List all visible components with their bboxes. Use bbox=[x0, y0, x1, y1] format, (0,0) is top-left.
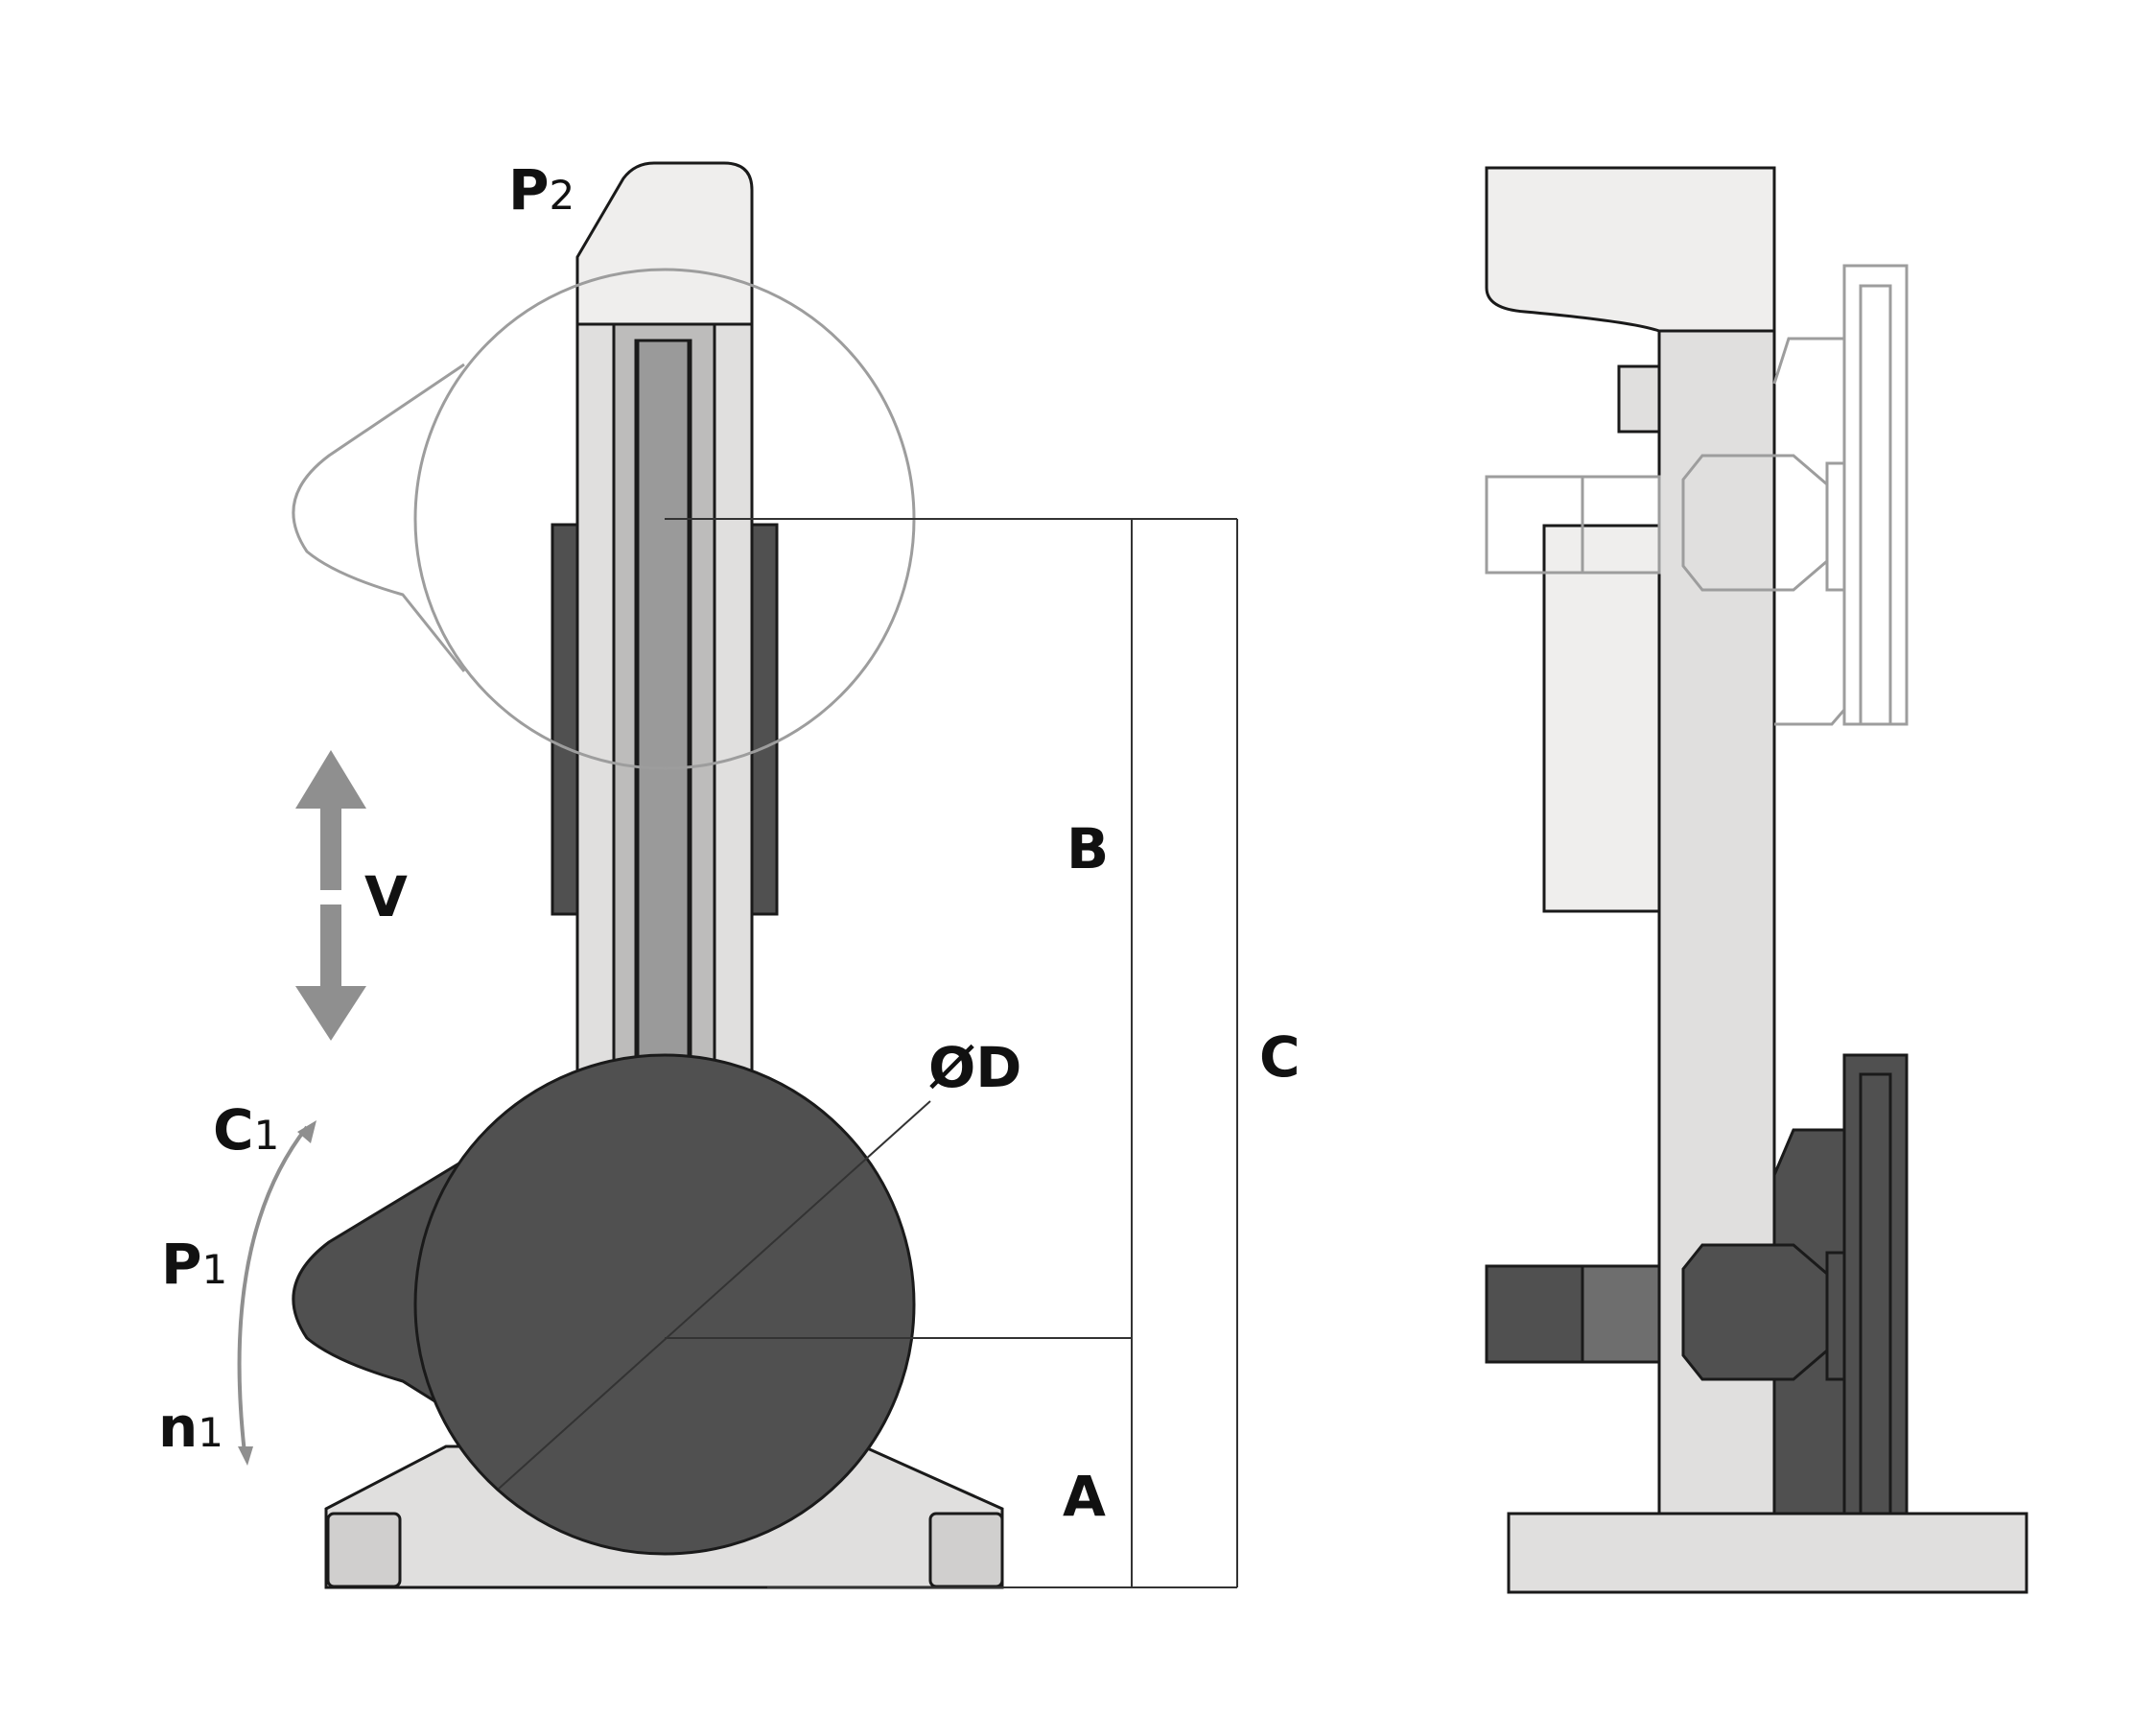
arrow-up-shaft bbox=[320, 809, 341, 890]
vertical-motion-arrow bbox=[295, 750, 366, 1041]
label-c1: C1 bbox=[213, 1097, 279, 1163]
side-motor-disc-inner bbox=[1859, 1072, 1892, 1515]
ghost-body bbox=[1772, 337, 1846, 726]
motor-drum bbox=[413, 1053, 916, 1556]
label-diameter: ØD bbox=[928, 1035, 1021, 1100]
top-cap bbox=[575, 161, 754, 326]
side-small-tab bbox=[1617, 364, 1661, 434]
base-foot-left bbox=[326, 1512, 402, 1588]
side-ghost-motor bbox=[1485, 264, 1909, 726]
ghost-hub bbox=[1681, 454, 1829, 592]
side-base bbox=[1507, 1512, 2028, 1594]
label-p2: P2 bbox=[508, 157, 574, 223]
label-c: C bbox=[1259, 1024, 1301, 1090]
side-shaft-left bbox=[1485, 1264, 1584, 1364]
base-foot-right bbox=[928, 1512, 1004, 1588]
rotation-arc bbox=[237, 1125, 309, 1454]
side-shaft-right bbox=[1581, 1264, 1661, 1364]
side-slider-block bbox=[1542, 524, 1661, 913]
arrow-down-head bbox=[295, 986, 366, 1041]
rotation-arrow-top bbox=[297, 1120, 316, 1143]
side-motor bbox=[1485, 1053, 1909, 1515]
rotation-arrow bbox=[237, 1120, 316, 1466]
ghost-disc-outer bbox=[1842, 264, 1909, 726]
label-v: V bbox=[364, 864, 408, 929]
label-n1: n1 bbox=[158, 1395, 223, 1460]
side-motor-flange bbox=[1825, 1251, 1846, 1381]
side-view bbox=[1485, 166, 2028, 1594]
ghost-disc-inner bbox=[1859, 284, 1892, 726]
guide-block-left bbox=[551, 523, 579, 916]
label-b: B bbox=[1066, 816, 1109, 881]
diameter-line bbox=[498, 1100, 931, 1490]
arrow-up-head bbox=[295, 750, 366, 809]
side-motor-hub bbox=[1681, 1243, 1829, 1381]
ghost-lobe bbox=[292, 363, 466, 672]
ghost-flange bbox=[1825, 461, 1846, 592]
arrow-down-shaft bbox=[320, 904, 341, 986]
labels: P2 V C1 P1 n1 B C A ØD bbox=[158, 157, 1301, 1529]
label-a: A bbox=[1063, 1464, 1106, 1529]
rotation-arrow-bottom bbox=[238, 1446, 253, 1466]
dimension-lines bbox=[498, 518, 1238, 1588]
front-view bbox=[292, 161, 1004, 1589]
guide-block-right bbox=[750, 523, 779, 916]
label-p1: P1 bbox=[161, 1232, 227, 1297]
ghost-shaft-right bbox=[1581, 475, 1661, 575]
side-top-head bbox=[1485, 166, 1776, 333]
